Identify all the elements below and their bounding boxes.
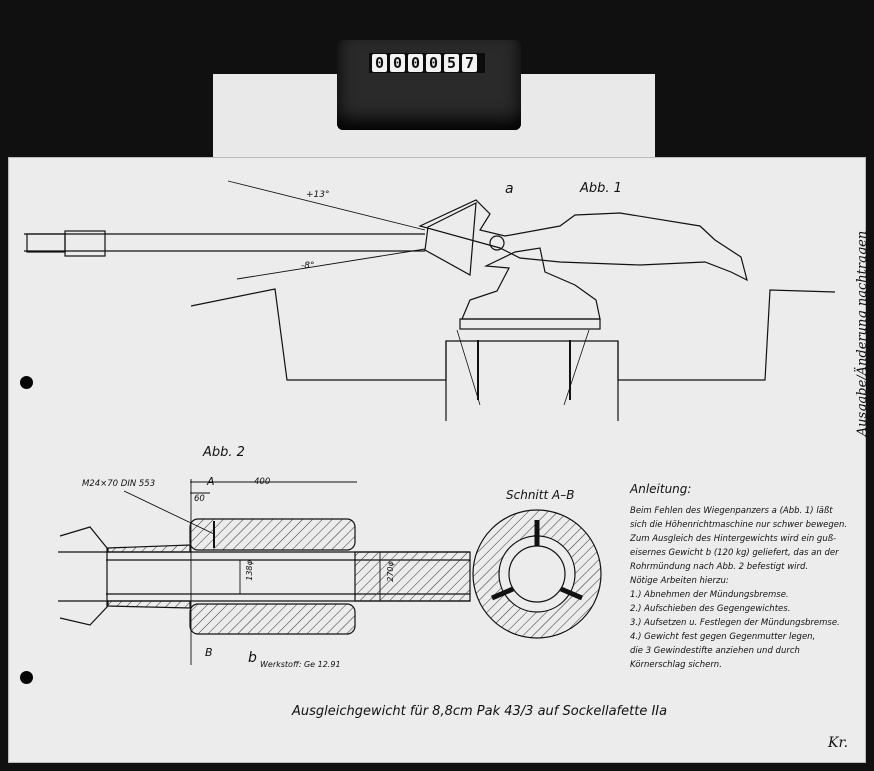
dimension-270-label: 270φ [385,561,395,582]
instruction-line: 4.) Gewicht fest gegen Gegenmutter legen… [630,632,816,642]
section-a-label: A [207,475,215,488]
instruction-line: Beim Fehlen des Wiegenpanzers a (Abb. 1)… [630,506,833,516]
instruction-line: Zum Ausgleich des Hintergewichts wird ei… [630,534,837,544]
instruction-line: Körnerschlag sichern. [630,660,722,670]
instructions-title: Anleitung: [630,482,692,496]
trunnion-shape [489,235,505,251]
gun-carriage-shape [418,199,748,282]
instructions-panel: Anleitung: Beim Fehlen des Wiegenpanzers… [630,482,862,672]
counter-digit: 0 [426,54,441,72]
counter-digit: 0 [390,54,405,72]
dimension-400-label: 400 [254,477,271,487]
counter-digit: 0 [408,54,423,72]
part-b-label: b [248,650,257,666]
ground-outline-shape [190,288,836,381]
bolt-leader-line [123,490,215,535]
section-view-figure [472,509,602,639]
tube-hatch-section [354,551,471,602]
angle-up-label: +13° [306,190,330,200]
counterweight-detail-figure [58,479,471,665]
muzzle-end-shape [59,526,108,626]
counterweight-top-section [189,518,356,551]
instruction-line: 2.) Aufschieben des Gegengewichtes. [630,604,791,614]
cradle-armor-shape [424,201,477,276]
punch-hole-top [20,376,33,389]
part-a-label: a [505,181,514,197]
set-screw-right [560,586,583,601]
counter-digits: 0 0 0 0 5 7 [369,53,485,73]
bolt-label: M24×70 DIN 553 [82,479,156,489]
dimension-138-label: 138φ [244,560,254,581]
instruction-line: die 3 Gewindestifte anziehen und durch [630,646,800,656]
counterweight-bottom-section [189,603,356,635]
technical-drawing-sheet [8,157,866,763]
instruction-line: 1.) Abnehmen der Mündungsbremse. [630,590,789,600]
elevation-line-down [236,248,426,280]
counter-digit: 7 [462,54,477,72]
pedestal-shape [461,247,601,320]
instruction-line: Nötige Arbeiten hierzu: [630,576,729,586]
hidden-line-right [563,329,590,406]
counter-digit: 5 [444,54,459,72]
dimension-60-label: 60 [194,494,205,504]
muzzle-hatch-top [107,544,191,553]
muzzle-brake-shape [26,233,66,253]
instruction-line: eisernes Gewicht b (120 kg) geliefert, d… [630,548,839,558]
angle-down-label: -8° [301,261,315,271]
section-b-label: B [205,646,213,659]
instruction-line: sich die Höhenrichtmaschine nur schwer b… [630,520,848,530]
figure1-label: Abb. 1 [580,181,622,196]
hidden-line-left [456,329,481,406]
instruction-line: 3.) Aufsetzen u. Festlegen der Mündungsb… [630,618,840,628]
figure2-label: Abb. 2 [203,445,245,460]
barrel-collar-shape [64,230,106,257]
signature: Kr. [828,735,849,751]
set-screw-left [491,586,514,601]
muzzle-hatch-bottom [107,600,191,609]
section-view-label: Schnitt A–B [506,488,575,502]
pedestal-base-shape [459,318,601,330]
gun-elevation-figure [24,180,836,421]
elevation-line-up [227,180,426,231]
instruction-line: Rohrmündung nach Abb. 2 befestigt wird. [630,562,809,572]
punch-hole-bottom [20,671,33,684]
material-label: Werkstoff: Ge 12.91 [260,660,341,669]
counter-digit: 0 [372,54,387,72]
section-inner-ring [498,535,576,613]
drawing-caption: Ausgleichgewicht für 8,8cm Pak 43/3 auf … [292,704,668,719]
margin-note: Ausgabe/Änderung nachtragen [855,230,871,437]
